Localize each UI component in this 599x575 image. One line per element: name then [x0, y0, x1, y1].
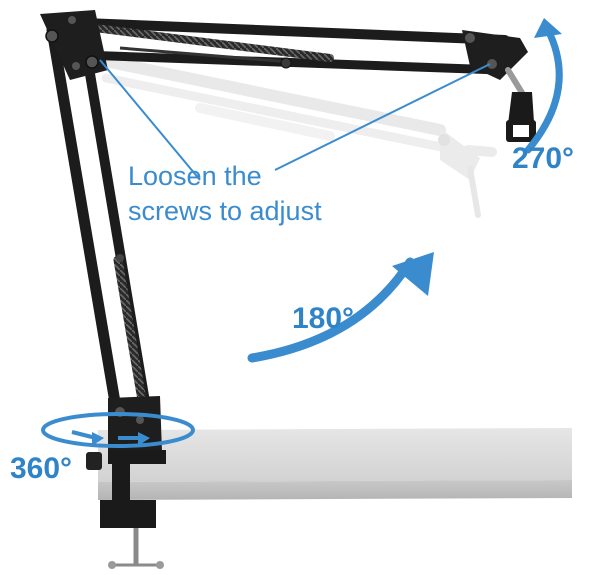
ghost-arm	[94, 54, 497, 218]
rotation-270-label: 270°	[512, 142, 575, 175]
curved-arrow-icon	[524, 18, 563, 154]
curved-arrow-icon	[247, 252, 434, 363]
lower-arm	[46, 24, 153, 426]
mic-holder	[462, 30, 536, 142]
desk	[98, 428, 572, 500]
callout-lines	[99, 59, 491, 181]
rotation-180-label: 180°	[292, 302, 355, 335]
circular-arrow-icon	[41, 412, 195, 448]
instruction-line-2: screws to adjust	[128, 196, 322, 226]
top-joint	[40, 10, 108, 80]
rotation-360-label: 360°	[10, 452, 73, 485]
instruction-line-1: Loosen the	[128, 161, 262, 191]
upper-arm	[55, 17, 510, 75]
